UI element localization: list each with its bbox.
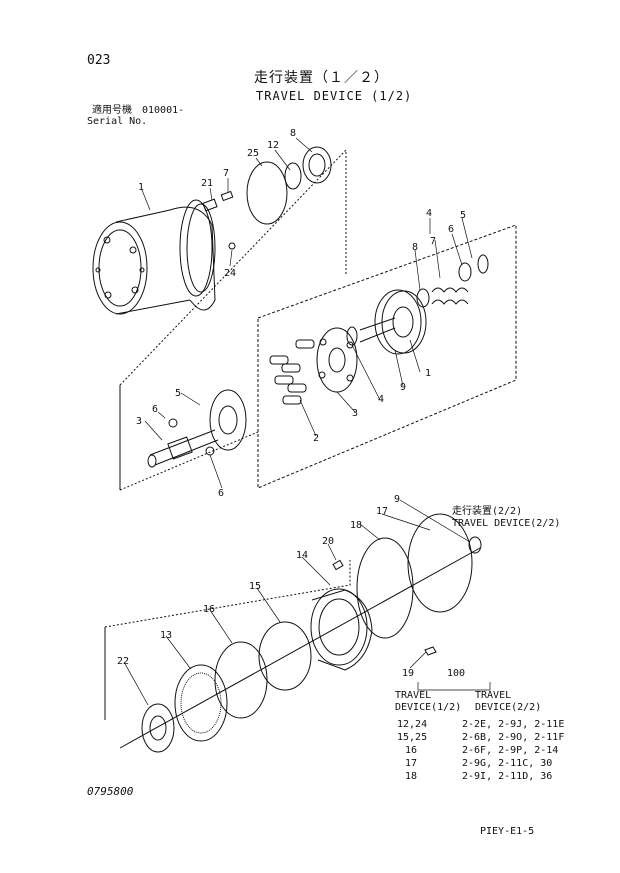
- table-row: 17 2-9G, 2-11C, 30: [385, 758, 565, 771]
- page-number: 023: [87, 53, 111, 68]
- outline-lower: [104, 560, 351, 628]
- col1-line2: DEVICE(1/2): [395, 701, 462, 713]
- page-title-english: TRAVEL DEVICE (1/2): [256, 89, 413, 103]
- shaft-drawing: [147, 389, 247, 468]
- outline-link: [119, 431, 259, 491]
- plug-parts-drawing: [202, 146, 332, 250]
- callout-20: 20: [322, 536, 334, 547]
- callout-19: 19: [402, 668, 414, 679]
- callout-5: 5: [460, 210, 466, 221]
- callout-3: 3: [352, 408, 358, 419]
- col2-line2: DEVICE(2/2): [475, 701, 542, 713]
- axis-line-lower: [119, 547, 481, 749]
- row-parts: 16: [405, 745, 418, 756]
- callout-21: 21: [201, 178, 213, 189]
- table-col1-header: TRAVEL DEVICE(1/2): [395, 690, 461, 713]
- row-pages: 2-2E, 2-9J, 2-11E: [462, 719, 565, 730]
- callout-4b: 4: [378, 394, 384, 405]
- callout-7b: 7: [430, 236, 436, 247]
- callout-24: 24: [224, 268, 236, 279]
- callout-25: 25: [247, 148, 259, 159]
- serial-label-japanese: 適用号機 010001-: [92, 105, 185, 116]
- callout-5b: 5: [175, 388, 181, 399]
- callout-numbers: 1 21 7 25 12 8 24 4 6 5 8 7 2 3 4 9 1 5 …: [117, 128, 466, 679]
- leader-lines: [123, 137, 473, 706]
- callout-6b: 6: [152, 404, 158, 415]
- pistons-drawing: [269, 339, 315, 405]
- callout-4: 4: [426, 208, 432, 219]
- callout-22: 22: [117, 656, 129, 667]
- table-row: 18 2-9I, 2-11D, 36: [385, 771, 565, 784]
- callout-14: 14: [296, 550, 308, 561]
- table-col2-header: TRAVEL DEVICE(2/2): [475, 690, 541, 713]
- row-pages: 2-6F, 2-9P, 2-14: [462, 745, 559, 756]
- col2-line1: TRAVEL: [475, 690, 512, 701]
- hub-housing-drawing: [92, 199, 216, 315]
- table-group-number: 100: [447, 668, 466, 679]
- drawing-number: 0795800: [87, 785, 134, 798]
- callout-17: 17: [376, 506, 388, 517]
- callout-3b: 3: [136, 416, 142, 427]
- callout-8: 8: [290, 128, 296, 139]
- row-pages: 2-6B, 2-9O, 2-11F: [462, 732, 565, 743]
- callout-7: 7: [223, 168, 229, 179]
- lower-parts-drawing: [141, 513, 482, 753]
- callout-15: 15: [249, 581, 261, 592]
- page-title-japanese: 走行装置（１／２）: [254, 70, 389, 86]
- callout-1: 1: [138, 182, 144, 193]
- callout-6: 6: [448, 224, 454, 235]
- callout-1b: 1: [425, 368, 431, 379]
- reference-label-japanese: 走行装置(2/2): [452, 506, 523, 517]
- row-parts: 12,24: [397, 719, 428, 730]
- callout-18: 18: [350, 520, 362, 531]
- outline-upper-left: [119, 148, 347, 386]
- serial-label-english: Serial No.: [87, 116, 148, 127]
- table-row: 12,24 2-2E, 2-9J, 2-11E: [385, 719, 565, 732]
- callout-13: 13: [160, 630, 172, 641]
- row-parts: 17: [405, 758, 418, 769]
- callout-12: 12: [267, 140, 279, 151]
- col1-line1: TRAVEL: [395, 690, 432, 701]
- rotor-group-drawing: [316, 254, 489, 393]
- table-row: 16 2-6F, 2-9P, 2-14: [385, 745, 565, 758]
- callout-2: 2: [313, 433, 319, 444]
- table-row: 15,25 2-6B, 2-9O, 2-11F: [385, 732, 565, 745]
- callout-9b: 9: [394, 494, 400, 505]
- page-code: PIEY-E1-5: [480, 826, 535, 837]
- callout-6c: 6: [218, 488, 224, 499]
- callout-9: 9: [400, 382, 406, 393]
- row-pages: 2-9G, 2-11C, 30: [462, 758, 553, 769]
- table-bracket: [417, 682, 491, 691]
- callout-16: 16: [203, 604, 215, 615]
- row-pages: 2-9I, 2-11D, 36: [462, 771, 553, 782]
- reference-label-english: TRAVEL DEVICE(2/2): [452, 518, 561, 529]
- row-parts: 15,25: [397, 732, 428, 743]
- outline-subassembly: [257, 224, 517, 489]
- row-parts: 18: [405, 771, 418, 782]
- callout-8b: 8: [412, 242, 418, 253]
